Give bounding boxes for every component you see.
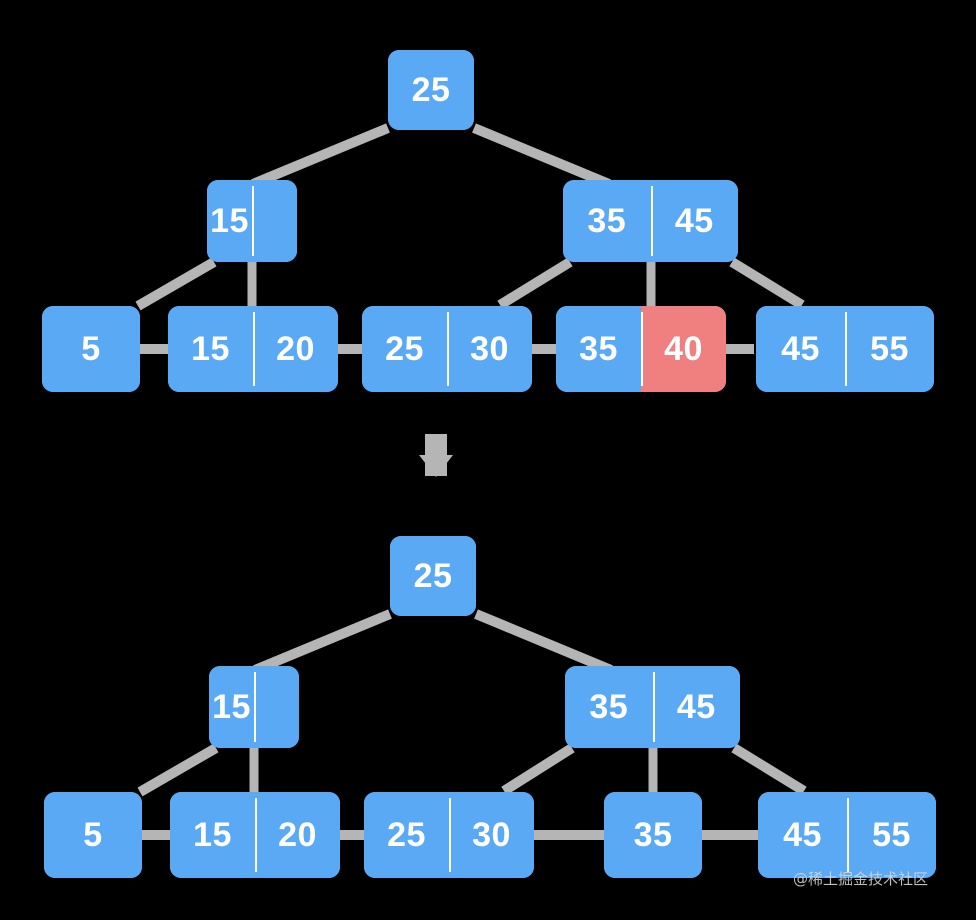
node-leaf-25-30[interactable]: 25 30 (362, 306, 532, 392)
node-leaf-5[interactable]: 5 (42, 306, 140, 392)
node-cell-highlighted: 40 (641, 306, 726, 392)
node-leaf-15-20[interactable]: 15 20 (170, 792, 340, 878)
node-leaf-5[interactable]: 5 (44, 792, 142, 878)
node-internal-35-45[interactable]: 35 45 (563, 180, 738, 262)
node-cell: 35 (563, 180, 651, 262)
node-cell: 45 (758, 792, 847, 878)
node-cell: 5 (42, 306, 140, 392)
node-internal-15[interactable]: 15 (207, 180, 297, 262)
node-leaf-35[interactable]: 35 (604, 792, 702, 878)
node-cell: 55 (845, 306, 934, 392)
node-cell: 15 (207, 180, 252, 262)
node-cell: 30 (449, 792, 534, 878)
node-leaf-15-20[interactable]: 15 20 (168, 306, 338, 392)
node-cell: 30 (447, 306, 532, 392)
node-internal-15[interactable]: 15 (209, 666, 299, 748)
node-cell: 35 (604, 792, 702, 878)
node-cell: 55 (847, 792, 936, 878)
node-cell: 25 (390, 536, 476, 616)
node-cell: 35 (565, 666, 653, 748)
watermark: @稀土掘金技术社区 (793, 870, 929, 888)
arrow-head-icon (419, 455, 453, 477)
node-cell: 45 (756, 306, 845, 392)
node-root-25[interactable]: 25 (390, 536, 476, 616)
node-cell: 25 (388, 50, 474, 130)
node-cell: 25 (362, 306, 447, 392)
node-cell: 20 (255, 792, 340, 878)
node-cell: 15 (168, 306, 253, 392)
node-cell-empty (252, 180, 297, 262)
node-leaf-45-55[interactable]: 45 55 (758, 792, 936, 878)
node-cell-empty (254, 666, 299, 748)
node-leaf-25-30[interactable]: 25 30 (364, 792, 534, 878)
node-cell: 15 (209, 666, 254, 748)
node-internal-35-45[interactable]: 35 45 (565, 666, 740, 748)
node-cell: 45 (650, 180, 738, 262)
node-leaf-35-40[interactable]: 35 40 (556, 306, 726, 392)
node-cell: 35 (556, 306, 641, 392)
node-cell: 25 (364, 792, 449, 878)
node-cell: 45 (652, 666, 740, 748)
node-leaf-45-55[interactable]: 45 55 (756, 306, 934, 392)
node-cell: 20 (253, 306, 338, 392)
node-cell: 5 (44, 792, 142, 878)
node-cell: 15 (170, 792, 255, 878)
node-root-25[interactable]: 25 (388, 50, 474, 130)
